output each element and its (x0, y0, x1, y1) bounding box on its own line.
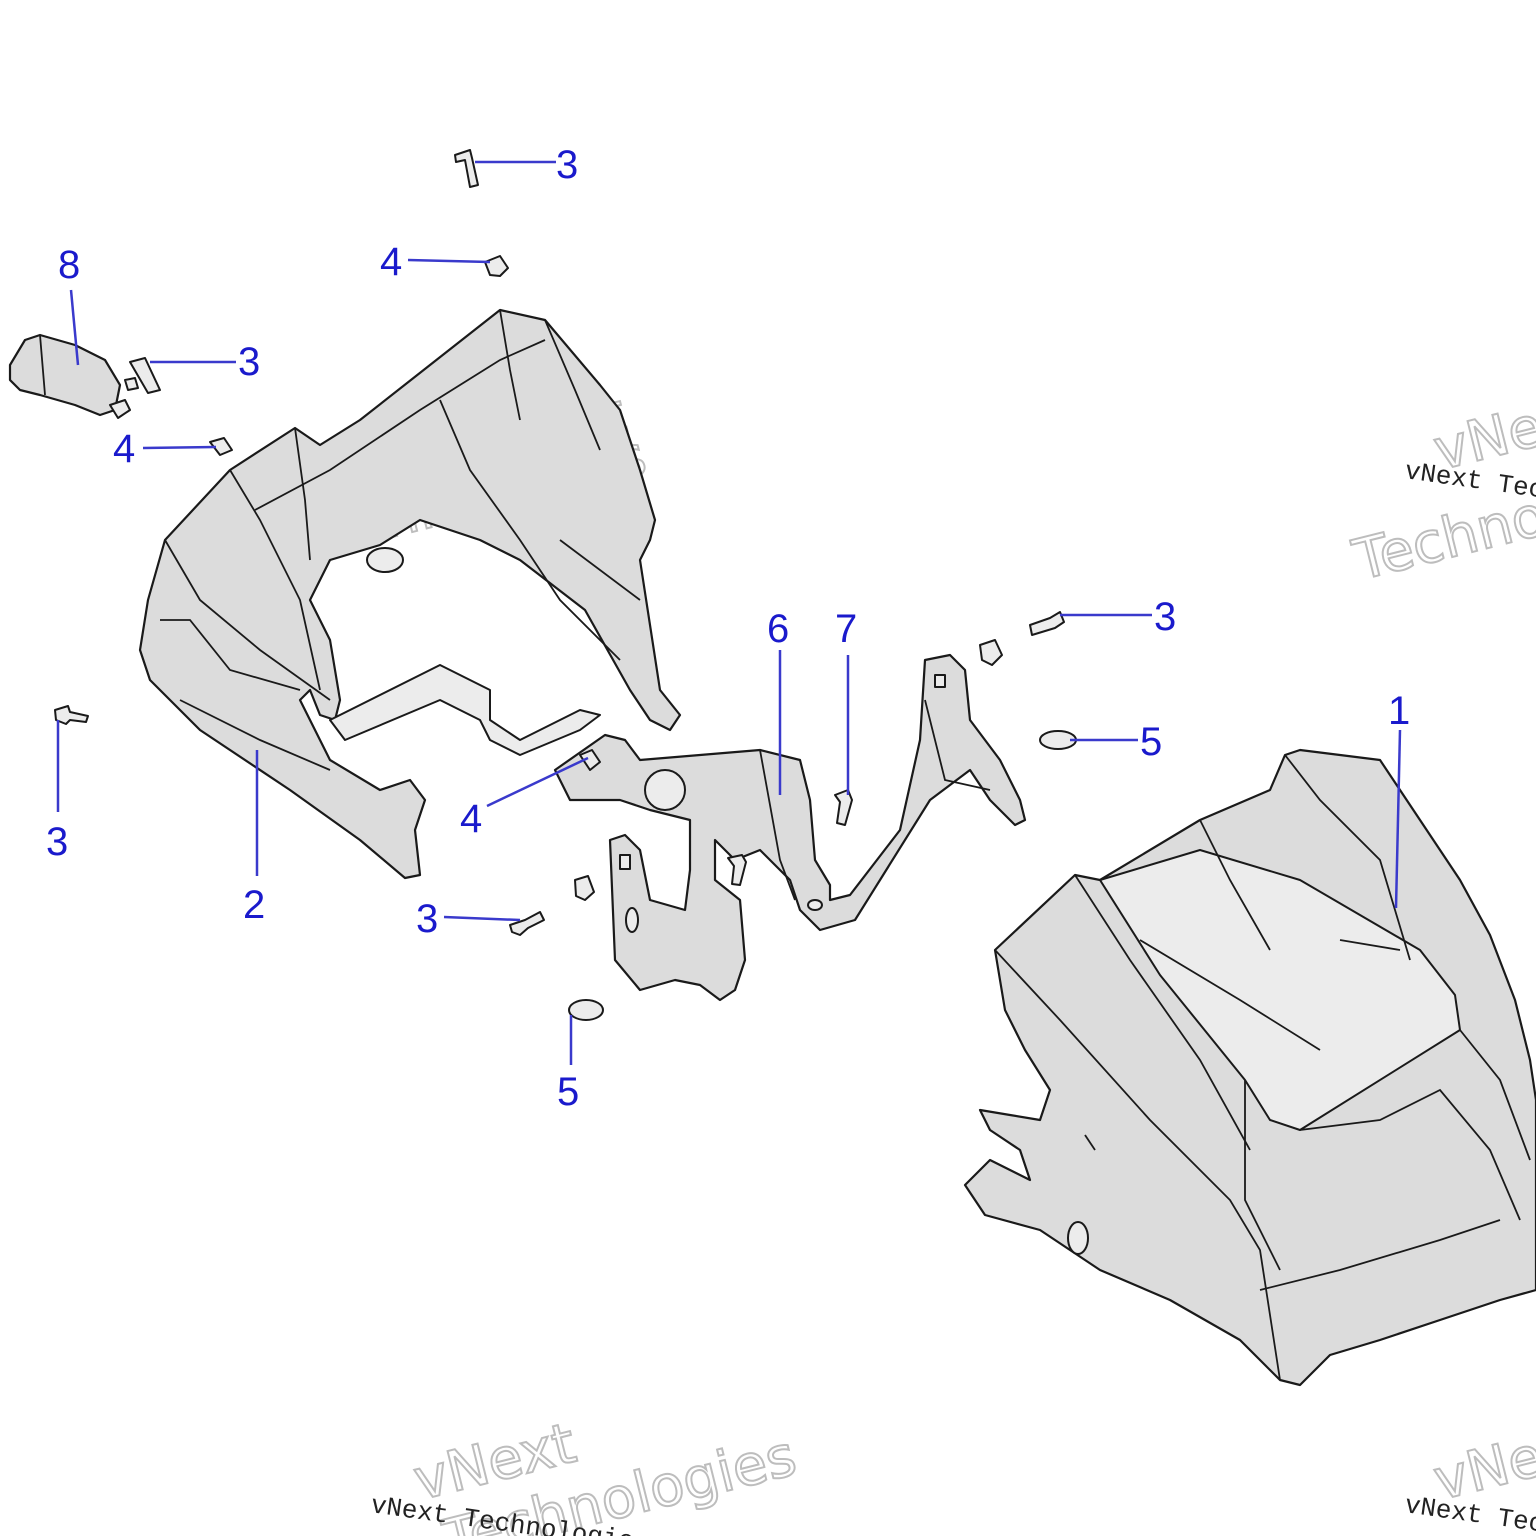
callout-5-bottom: 5 (557, 1070, 579, 1114)
fastener-clip-1 (484, 255, 509, 277)
leader-c14 (443, 915, 521, 922)
callout-6: 6 (767, 607, 789, 651)
fastener-clip-5 (579, 749, 601, 771)
fastener-pin-1 (129, 357, 161, 394)
leader-c2 (407, 258, 491, 264)
fastener-clip-3 (979, 639, 1003, 666)
callout-1: 1 (1388, 689, 1410, 733)
callout-8: 8 (58, 243, 80, 287)
callout-2: 2 (243, 883, 265, 927)
leader-lines (56, 160, 1402, 1065)
fastener-screw-1 (454, 149, 479, 188)
callout-3-bracket: 3 (416, 897, 438, 941)
callout-4-top: 4 (380, 240, 402, 284)
callout-4-bracket: 4 (460, 797, 482, 841)
callout-3-left: 3 (46, 820, 68, 864)
callouts: 3 4 8 3 4 3 2 6 7 3 1 5 4 3 5 (46, 143, 1410, 1114)
fastener-clip-4 (574, 875, 595, 901)
leader-c13 (486, 756, 589, 808)
fastener-clip-2 (209, 437, 233, 456)
callout-3-switch: 3 (238, 340, 260, 384)
part-rear-housing (963, 748, 1536, 1387)
part-switch (8, 333, 139, 419)
fastener-screw-5 (727, 854, 747, 886)
fastener-screw-4 (834, 789, 853, 826)
fastener-screw-6 (509, 911, 545, 936)
fastener-screw-3 (1029, 611, 1065, 636)
callout-7: 7 (835, 607, 857, 651)
fastener-screw-2 (54, 705, 89, 725)
callout-3-top: 3 (556, 143, 578, 187)
part-headlight-bracket (553, 653, 1027, 1002)
part-front-cowl (138, 308, 682, 880)
leader-c5 (142, 445, 217, 450)
leader-c3 (69, 289, 80, 366)
fastener-washer-2 (568, 999, 604, 1021)
callout-4-left: 4 (113, 427, 135, 471)
callout-5-right: 5 (1140, 720, 1162, 764)
callout-3-right: 3 (1154, 595, 1176, 639)
leader-c11 (1394, 729, 1402, 909)
